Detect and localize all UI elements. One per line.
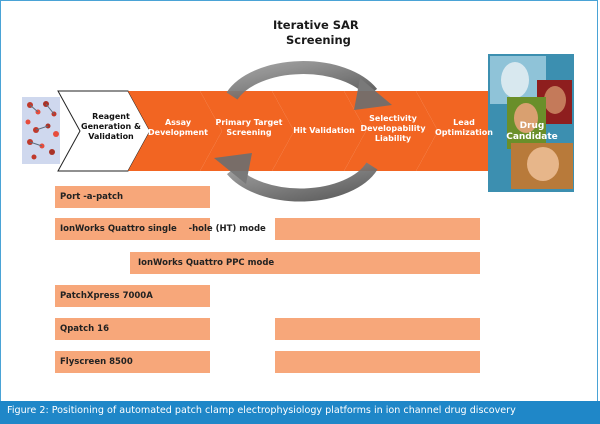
step-selectivity-chevron xyxy=(344,91,438,171)
platform-label-ionworks-ht: IonWorks Quattro single -hole (HT) mode xyxy=(60,224,266,234)
platform-label-ionworks-ppc: IonWorks Quattro PPC mode xyxy=(138,258,275,268)
workflow-diagram xyxy=(22,54,574,373)
figure-caption: Figure 2: Positioning of automated patch… xyxy=(7,405,516,416)
bar-qpatch-right xyxy=(275,318,480,340)
bar-flyscreen-left xyxy=(55,351,210,373)
step-hit-chevron xyxy=(272,91,366,171)
caption-bar: Figure 2: Positioning of automated patch… xyxy=(0,401,600,424)
bar-ionworks-ht-left xyxy=(55,218,210,240)
step-lead-chevron xyxy=(416,91,510,171)
step-hit-label: Hit Validation xyxy=(293,126,355,135)
platform-label-flyscreen: Flyscreen 8500 xyxy=(60,357,133,367)
title-line1: Iterative SAR xyxy=(273,18,359,32)
platform-bars xyxy=(55,186,480,373)
platform-label-qpatch: Qpatch 16 xyxy=(60,324,109,334)
bar-qpatch-left xyxy=(55,318,210,340)
platform-label-patchxpress: PatchXpress 7000A xyxy=(60,291,153,301)
iterative-cycle-arrows xyxy=(214,61,392,202)
step-primary-chevron xyxy=(200,91,294,171)
bar-ionworks-ht-right xyxy=(275,218,480,240)
bar-patchxpress xyxy=(55,285,210,307)
step-assay-chevron xyxy=(128,91,222,171)
molecule-image xyxy=(22,97,60,164)
bar-ionworks-ppc xyxy=(130,252,480,274)
platform-label-port-a-patch: Port -a-patch xyxy=(60,192,124,202)
title-line2: Screening xyxy=(286,33,351,47)
bar-port-a-patch xyxy=(55,186,210,208)
bar-flyscreen-right xyxy=(275,351,480,373)
drug-candidate-image xyxy=(488,54,574,192)
